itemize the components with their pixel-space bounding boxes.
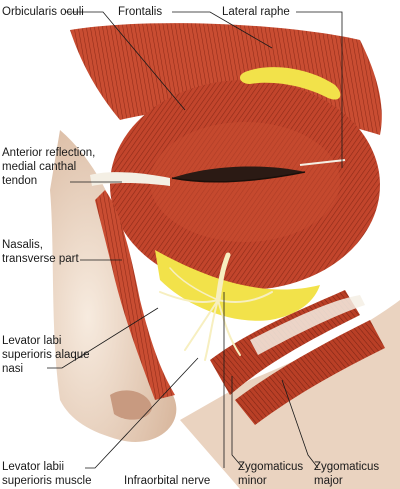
label-lateral-raphe: Lateral raphe: [222, 6, 290, 18]
zygomaticus-major-muscle: [235, 320, 385, 425]
label-zygomaticus-major: Zygomaticus major: [314, 461, 380, 487]
label-anterior-reflection: Anterior reflection, medial canthal tend…: [2, 147, 96, 187]
medial-canthal-tendon: [90, 172, 170, 186]
label-levator-labii-superioris: Levator labii superioris muscle: [2, 461, 92, 487]
lateral-raphe-line: [299, 159, 346, 166]
leader-lines: [47, 11, 343, 469]
nasalis-muscle: [95, 190, 175, 400]
label-orbicularis-oculi: Orbicularis oculi: [2, 6, 84, 18]
label-infraorbital-nerve: Infraorbital nerve: [124, 475, 211, 487]
fat-pad-lateral: [239, 67, 341, 100]
nostril: [110, 390, 152, 420]
fat-pad-infraorbital: [155, 250, 320, 321]
label-frontalis: Frontalis: [118, 6, 163, 18]
closed-eye: [172, 166, 305, 182]
label-zygomaticus-minor: Zygomaticus minor: [238, 461, 304, 487]
label-nasalis: Nasalis, transverse part: [2, 239, 79, 265]
tendon-sheet: [250, 295, 365, 355]
infraorbital-nerve: [159, 252, 273, 361]
label-levator-labi-alaque: Levator labi superioris alaque nasi: [2, 335, 90, 375]
